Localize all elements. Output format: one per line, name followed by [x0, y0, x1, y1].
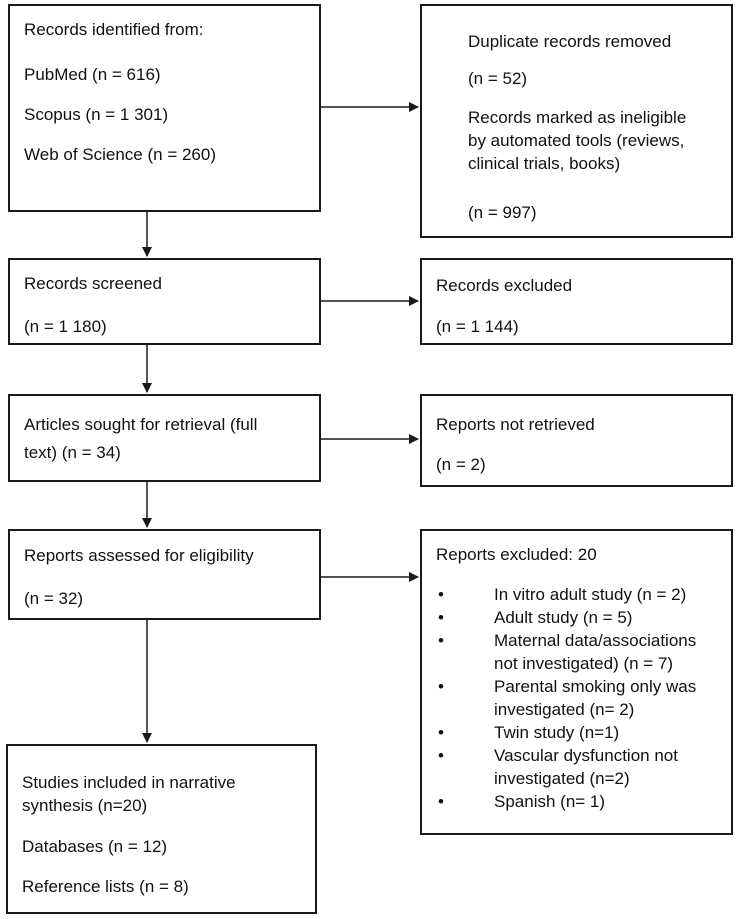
screened-box: Records screened (n = 1 180) — [8, 258, 321, 345]
ineligible-label-line3: clinical trials, books) — [468, 154, 621, 173]
included-label-line2: synthesis (n=20) — [22, 796, 148, 815]
included-reference-lists: Reference lists (n = 8) — [22, 877, 189, 896]
bullet-icon: • — [438, 677, 444, 696]
exclusion-reason-text: Vascular dysfunction not — [494, 746, 678, 765]
exclusion-reason-text: not investigated) (n = 7) — [494, 654, 674, 673]
included-box: Studies included in narrative synthesis … — [6, 744, 317, 914]
not-retrieved-label: Reports not retrieved — [436, 415, 595, 434]
bullet-icon: • — [438, 631, 444, 650]
bullet-icon: • — [438, 723, 444, 742]
duplicates-count: (n = 52) — [468, 69, 528, 88]
included-databases: Databases (n = 12) — [22, 837, 168, 856]
not-retrieved-count: (n = 2) — [436, 455, 486, 474]
identification-box: Records identified from: PubMed (n = 616… — [8, 4, 321, 212]
not-retrieved-box: Reports not retrieved (n = 2) — [420, 394, 733, 487]
excluded-label: Records excluded — [436, 276, 573, 295]
excluded-count: (n = 1 144) — [436, 317, 519, 336]
bullet-icon: • — [438, 746, 444, 765]
exclusion-reason-text: investigated (n= 2) — [494, 700, 635, 719]
reports-excluded-box: Reports excluded: 20 • In vitro adult st… — [420, 529, 733, 835]
source-scopus: Scopus (n = 1 301) — [24, 105, 169, 124]
exclusion-reason-text: Spanish (n= 1) — [494, 792, 606, 811]
bullet-icon: • — [438, 608, 444, 627]
duplicates-label: Duplicate records removed — [468, 32, 672, 51]
exclusion-reason-text: Adult study (n = 5) — [494, 608, 633, 627]
exclusion-reason-text: Parental smoking only was — [494, 677, 697, 696]
screened-count: (n = 1 180) — [24, 317, 107, 336]
exclusion-reason-text: Maternal data/associations — [494, 631, 697, 650]
removed-box: Duplicate records removed (n = 52) Recor… — [420, 4, 733, 238]
assessed-label: Reports assessed for eligibility — [24, 546, 254, 565]
exclusion-reason-text: Twin study (n=1) — [494, 723, 620, 742]
excluded-box: Records excluded (n = 1 144) — [420, 258, 733, 345]
bullet-icon: • — [438, 792, 444, 811]
identification-heading: Records identified from: — [24, 20, 204, 39]
ineligible-label-line1: Records marked as ineligible — [468, 108, 687, 127]
ineligible-count: (n = 997) — [468, 203, 537, 222]
ineligible-label-line2: by automated tools (reviews, — [468, 131, 685, 150]
included-label-line1: Studies included in narrative — [22, 773, 236, 792]
assessed-count: (n = 32) — [24, 589, 84, 608]
assessed-box: Reports assessed for eligibility (n = 32… — [8, 529, 321, 620]
reports-excluded-heading: Reports excluded: 20 — [436, 545, 597, 564]
exclusion-reason-text: In vitro adult study (n = 2) — [494, 585, 687, 604]
sought-box: Articles sought for retrieval (full text… — [8, 394, 321, 482]
screened-label: Records screened — [24, 274, 162, 293]
sought-label-line1: Articles sought for retrieval (full — [24, 415, 258, 434]
source-web-of-science: Web of Science (n = 260) — [24, 145, 216, 164]
bullet-icon: • — [438, 585, 444, 604]
source-pubmed: PubMed (n = 616) — [24, 65, 161, 84]
sought-label-line2: text) (n = 34) — [24, 443, 121, 462]
exclusion-reason-text: investigated (n=2) — [494, 769, 630, 788]
